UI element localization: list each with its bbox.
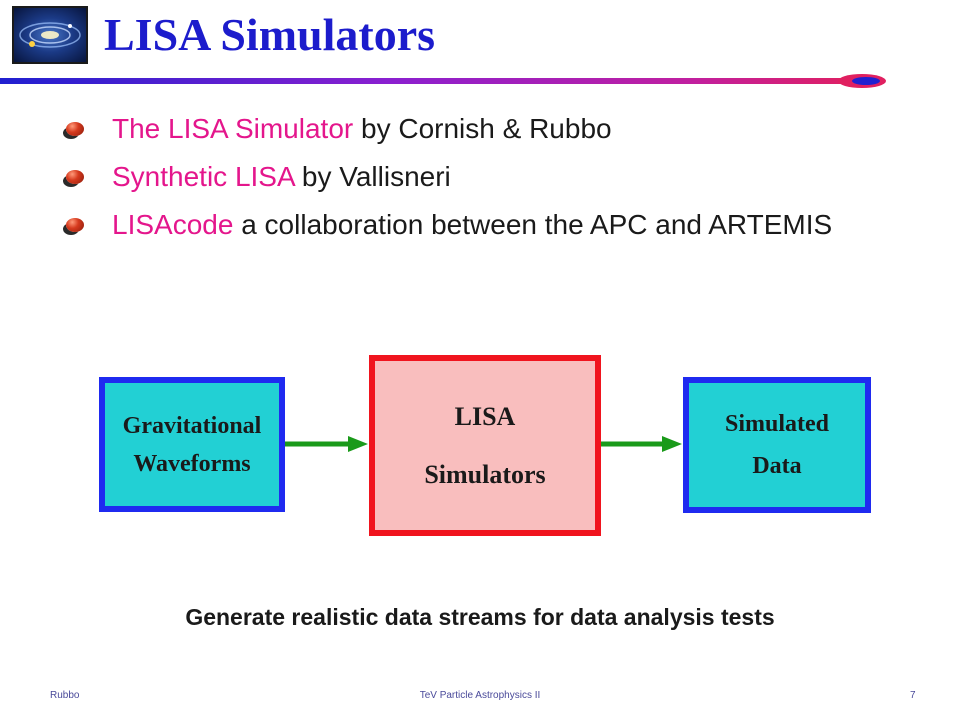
box-label: Data [752,453,802,479]
box-label: Gravitational [122,412,262,439]
lisa-simulators-box: LISA Simulators [369,355,601,536]
footer-page-number: 7 [910,690,916,701]
slide-title: LISA Simulators [104,9,436,60]
bullet-sphere-icon [66,122,84,136]
box-label: Waveforms [133,450,251,477]
list-item: Synthetic LISA by Vallisneri [62,160,922,194]
simulator-name: The LISA Simulator [112,113,354,144]
flow-arrows [285,436,682,452]
title-rule [0,74,886,88]
bullet-sphere-icon [66,218,84,232]
bullet-text: by Vallisneri [294,161,451,192]
bullet-list: The LISA Simulator by Cornish & Rubbo Sy… [62,112,922,256]
simulated-data-box: Simulated Data [683,377,871,513]
list-item: LISAcode a collaboration between the APC… [62,208,922,242]
footer-author: Rubbo [50,690,80,701]
galaxy-logo-icon [12,6,88,64]
simulator-name: Synthetic LISA [112,161,295,192]
arrow-right-icon [348,436,368,452]
box-label: LISA [454,401,516,431]
box-label: Simulated [724,411,829,437]
bullet-sphere-icon [66,170,84,184]
slide-caption: Generate realistic data streams for data… [185,604,775,630]
list-item: The LISA Simulator by Cornish & Rubbo [62,112,922,146]
arrow-right-icon [662,436,682,452]
footer-conference: TeV Particle Astrophysics II [419,690,541,701]
gravitational-waveforms-box: Gravitational Waveforms [99,377,285,512]
simulator-name: LISAcode [112,209,234,240]
bullet-text: a collaboration between the APC and ARTE… [233,209,833,240]
bullet-text: by Cornish & Rubbo [353,113,612,144]
box-label: Simulators [424,459,546,489]
